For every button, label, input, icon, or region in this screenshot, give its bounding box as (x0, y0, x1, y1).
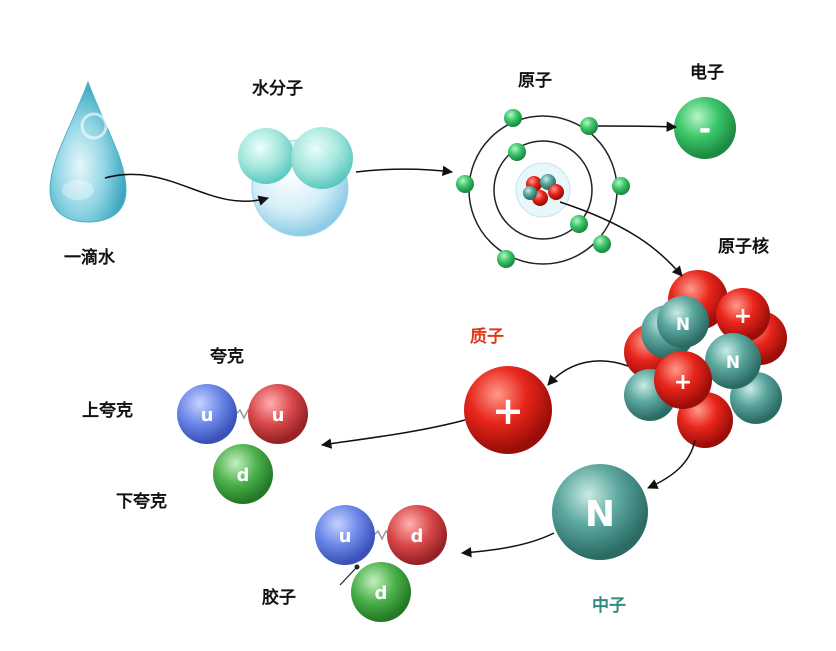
neutron: N (552, 464, 648, 560)
electron: - (674, 97, 736, 159)
proton-quark-u1: u (201, 405, 214, 426)
nucleus-cluster: N + N + (624, 270, 787, 448)
arrow-neutron-to-quarks (460, 532, 555, 558)
nucleus-neutron-letter-2: N (726, 353, 740, 373)
label-water-drop: 一滴水 (64, 248, 115, 268)
atom (456, 109, 630, 268)
water-molecule (238, 127, 353, 237)
label-up-quark: 上夸克 (82, 401, 133, 421)
neutron-quark-group: u d d (315, 505, 447, 622)
label-gluon: 胶子 (262, 588, 296, 608)
arrow-molecule-to-atom (355, 165, 454, 177)
orbit-electrons (456, 109, 630, 268)
electron-sign: - (699, 112, 711, 147)
flow-arrows (104, 121, 696, 558)
label-neutron: 中子 (592, 596, 626, 616)
arrow-atom-to-nucleus (559, 201, 683, 277)
arrow-nucleus-to-neutron (647, 439, 696, 489)
label-atom: 原子 (518, 71, 552, 91)
arrow-drop-to-molecule (104, 173, 270, 206)
neutron-quark-d1: d (411, 526, 424, 547)
proton-quark-u2: u (272, 405, 285, 426)
proton: + (464, 366, 552, 454)
neutron-quark-d2: d (375, 583, 388, 604)
neutron-quark-u: u (339, 526, 352, 547)
label-quarks: 夸克 (210, 347, 244, 367)
arrow-proton-to-quarks (320, 419, 466, 449)
neutron-letter: N (585, 494, 615, 535)
proton-quark-d: d (237, 465, 250, 486)
water-drop (49, 80, 127, 223)
arrow-atom-to-electron (597, 121, 678, 132)
atom-nucleus (523, 174, 564, 206)
arrow-nucleus-to-proton (547, 360, 629, 386)
proton-sign: + (492, 389, 524, 433)
nucleus-neutron-letter-1: N (676, 315, 690, 335)
label-proton: 质子 (470, 327, 504, 347)
nucleus-proton-sign-2: + (674, 370, 692, 395)
label-down-quark: 下夸克 (116, 492, 167, 512)
label-electron: 电子 (690, 63, 724, 83)
proton-quark-group: u u d (177, 384, 308, 504)
label-nucleus: 原子核 (718, 237, 769, 257)
nucleus-proton-sign-1: + (734, 304, 752, 329)
label-water-molecule: 水分子 (252, 79, 303, 99)
